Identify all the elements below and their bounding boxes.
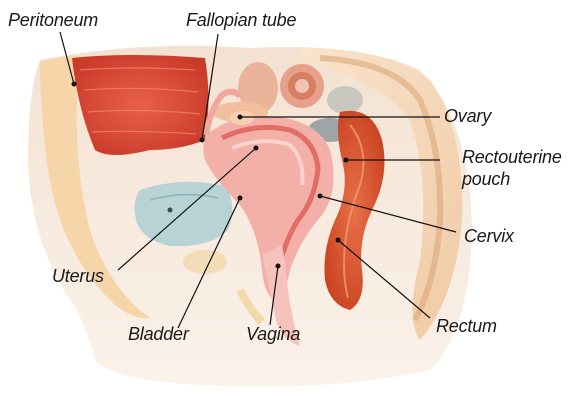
label-bladder: Bladder <box>128 324 189 344</box>
label-rectouterine-line2: pouch <box>462 168 562 190</box>
label-vagina: Vagina <box>246 324 300 344</box>
label-cervix: Cervix <box>464 226 514 246</box>
label-rectum: Rectum <box>436 316 497 336</box>
bladder-organ <box>135 182 233 246</box>
label-fallopian-tube: Fallopian tube <box>186 10 296 30</box>
label-ovary: Ovary <box>444 106 491 126</box>
label-uterus: Uterus <box>52 266 104 286</box>
label-rectouterine-line1: Rectouterine <box>462 146 562 168</box>
label-peritoneum: Peritoneum <box>8 10 98 30</box>
label-rectouterine-pouch: Rectouterine pouch <box>462 146 562 190</box>
